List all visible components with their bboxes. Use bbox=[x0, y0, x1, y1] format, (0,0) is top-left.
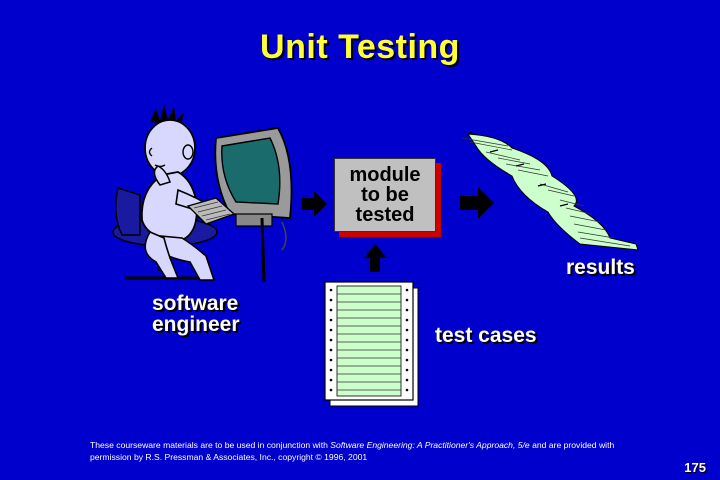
arrow-right-icon bbox=[302, 191, 327, 217]
module-label: module to be tested bbox=[349, 164, 421, 226]
engineer-label-line1: software bbox=[152, 292, 239, 315]
software-engineer-label: software engineer bbox=[152, 293, 240, 336]
computer-monitor-icon bbox=[214, 127, 293, 283]
test-cases-printout-icon bbox=[324, 281, 419, 407]
module-to-be-tested-box: module to be tested bbox=[334, 158, 436, 232]
results-paper-stream-icon bbox=[461, 131, 639, 251]
slide-title: Unit Testing bbox=[260, 28, 460, 66]
engineer-label-line2: engineer bbox=[152, 313, 240, 337]
arrow-right-icon bbox=[460, 187, 494, 219]
copyright-footer: These courseware materials are to be use… bbox=[90, 440, 650, 463]
footer-text-end: and are provided with permission by R.S.… bbox=[90, 440, 615, 462]
arrow-up-icon bbox=[364, 244, 387, 272]
keyboard-icon bbox=[186, 197, 236, 225]
page-number: 175 bbox=[684, 460, 706, 475]
test-cases-label: test cases bbox=[435, 324, 537, 347]
engineer-figure-icon bbox=[140, 104, 218, 281]
footer-text-start: These courseware materials are to be use… bbox=[90, 440, 331, 450]
results-label: results bbox=[566, 256, 635, 279]
footer-book-title: Software Engineering: A Practitioner's A… bbox=[330, 440, 530, 450]
